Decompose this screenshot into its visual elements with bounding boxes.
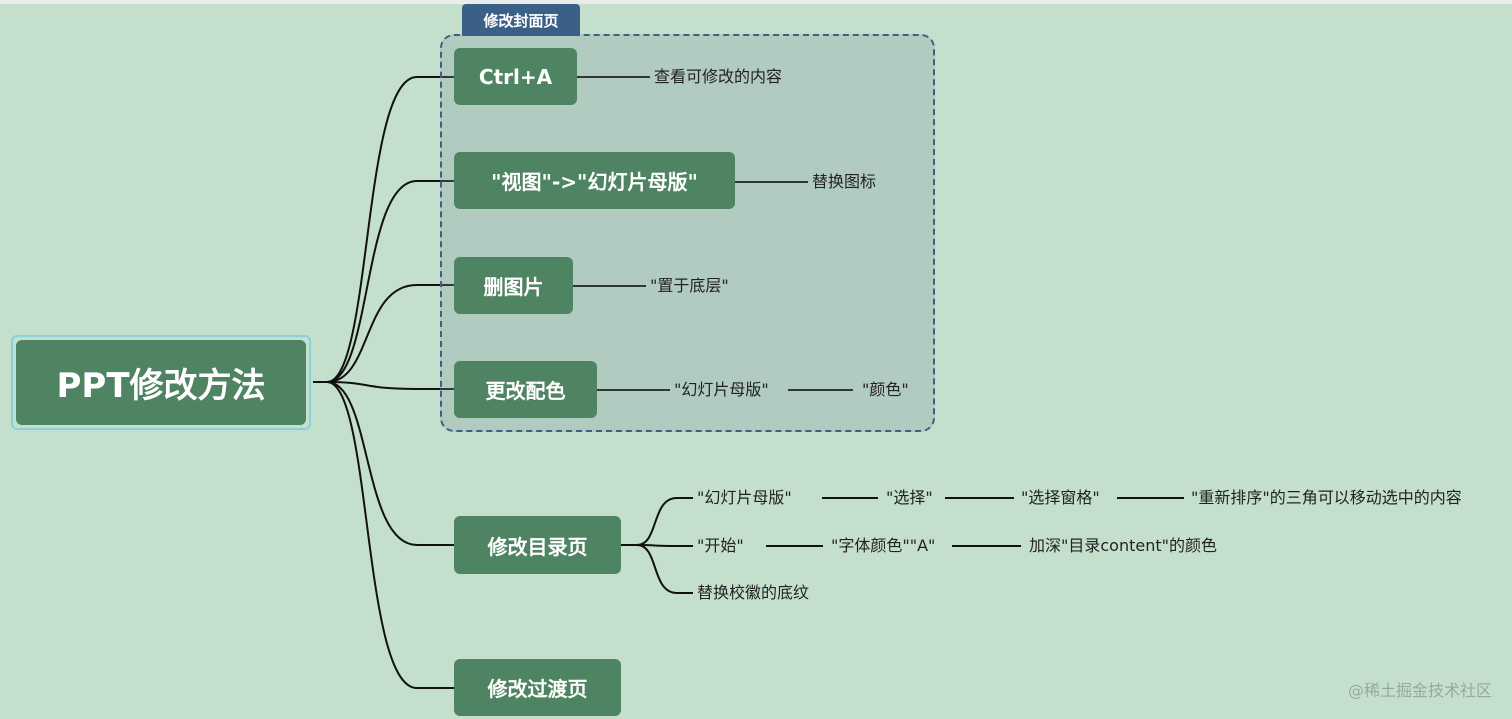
node-change-color[interactable]: 更改配色 [454, 361, 597, 418]
node-transition-page[interactable]: 修改过渡页 [454, 659, 621, 716]
leaf-toc-home: "开始" [697, 536, 744, 555]
root-connector-toc-page [326, 381, 454, 546]
root-label: PPT修改方法 [16, 340, 306, 425]
leaf-toc-reorder: "重新排序"的三角可以移动选中的内容 [1191, 488, 1462, 507]
root-connector-delete-image [326, 284, 454, 383]
root-connector-change-color [326, 381, 454, 390]
node-delete-image[interactable]: 删图片 [454, 257, 573, 314]
top-border [0, 0, 1512, 4]
leaf-colors: "颜色" [862, 380, 909, 399]
leaf-toc-slide-master: "幻灯片母版" [697, 488, 792, 507]
leaf-toc-selection-pane: "选择窗格" [1021, 488, 1100, 507]
leaf-toc-emblem: 替换校徽的底纹 [697, 583, 810, 602]
node-view-master[interactable]: "视图"->"幻灯片母版" [454, 152, 735, 209]
node-ctrl-a[interactable]: Ctrl+A [454, 48, 577, 105]
leaf-toc-select: "选择" [886, 488, 933, 507]
root-node[interactable]: PPT修改方法 [11, 335, 311, 430]
leaf-view-editable: 查看可修改的内容 [654, 67, 783, 86]
leaf-slide-master: "幻灯片母版" [674, 380, 769, 399]
leaf-replace-icon: 替换图标 [812, 172, 877, 191]
toc-connector-0 [636, 497, 693, 546]
toc-connector-2 [636, 544, 693, 594]
node-toc-page[interactable]: 修改目录页 [454, 516, 621, 574]
leaf-toc-darken: 加深"目录content"的颜色 [1029, 536, 1217, 555]
root-connector-view-master [326, 180, 454, 383]
group-label: 修改封面页 [462, 4, 580, 36]
toc-connector-1 [636, 544, 693, 547]
watermark: @稀土掘金技术社区 [1347, 681, 1492, 700]
leaf-send-to-back: "置于底层" [650, 276, 729, 295]
root-connector-transition-page [326, 381, 454, 689]
leaf-toc-font-color: "字体颜色""A" [831, 536, 936, 555]
root-connector-ctrl-a [326, 76, 454, 383]
